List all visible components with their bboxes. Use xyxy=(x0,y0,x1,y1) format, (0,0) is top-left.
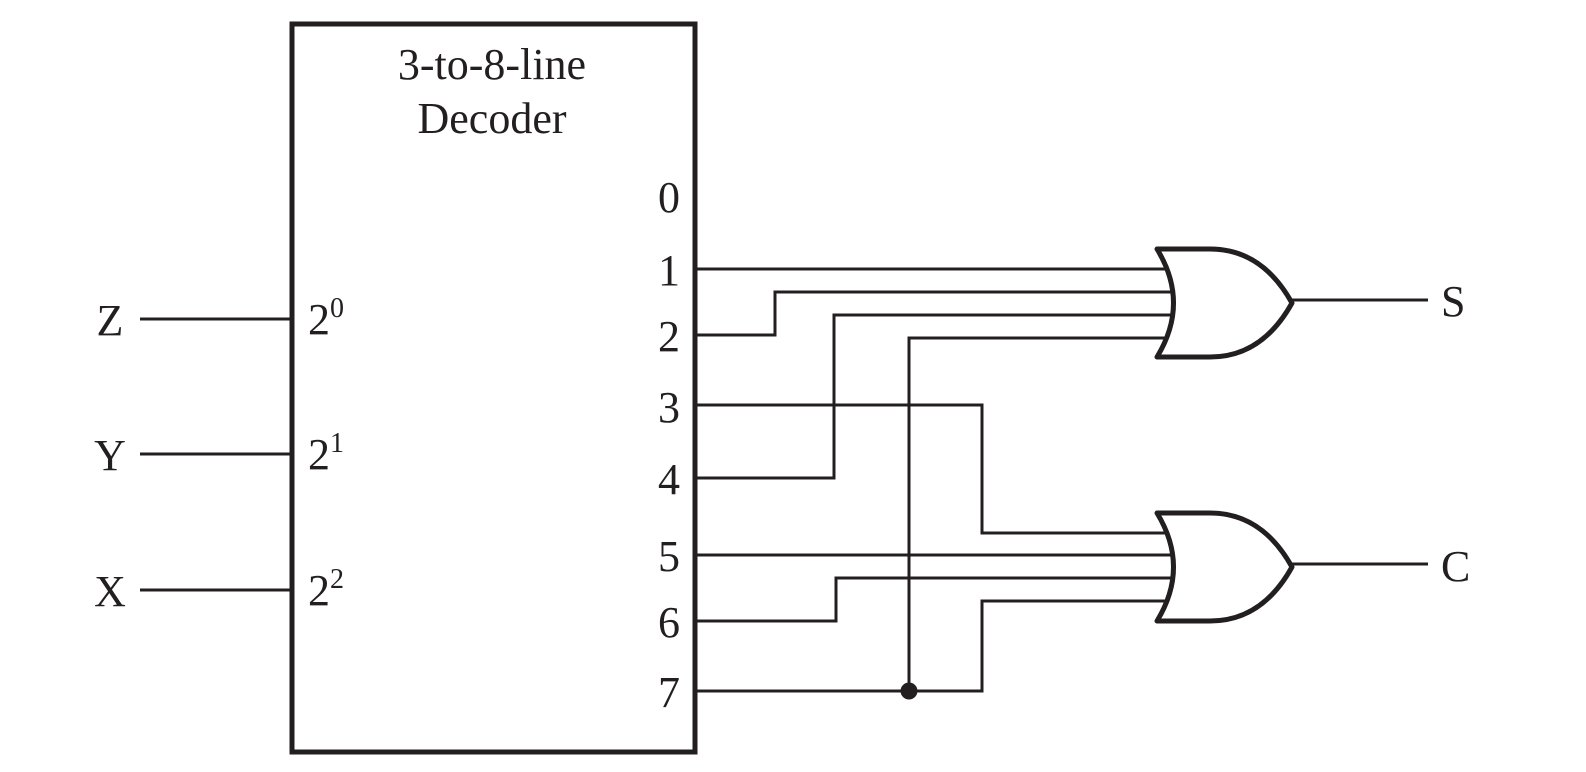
wire-output-7-to-c xyxy=(695,599,1170,693)
decoder-title-line1: 3-to-8-line xyxy=(398,40,586,89)
wire-output-6 xyxy=(695,576,1174,623)
wire-output-3 xyxy=(695,403,1170,535)
wire-output-4 xyxy=(695,313,1174,480)
input-signal-y: Y xyxy=(94,431,126,480)
or-gate-c xyxy=(1154,510,1295,624)
output-label-1: 1 xyxy=(658,246,680,295)
output-label-7: 7 xyxy=(658,668,680,717)
junction-dot xyxy=(900,682,918,700)
or-gate-s xyxy=(1154,246,1295,360)
input-weight-2-1: 21 xyxy=(308,428,344,479)
input-signal-z: Z xyxy=(97,296,124,345)
output-label-2: 2 xyxy=(658,312,680,361)
output-label-4: 4 xyxy=(658,455,680,504)
output-label-5: 5 xyxy=(658,532,680,581)
decoder-output-wires xyxy=(695,267,1174,693)
output-label-6: 6 xyxy=(658,598,680,647)
output-label-0: 0 xyxy=(658,173,680,222)
decoder-block xyxy=(289,21,698,755)
decoder-title-line2: Decoder xyxy=(417,94,566,143)
input-weight-2-2: 22 xyxy=(308,564,344,615)
output-signal-c: C xyxy=(1441,542,1470,591)
output-label-3: 3 xyxy=(658,383,680,432)
wire-output-2 xyxy=(695,290,1174,337)
input-signal-x: X xyxy=(94,567,126,616)
output-signal-s: S xyxy=(1441,277,1465,326)
input-weight-2-0: 20 xyxy=(308,293,344,344)
wire-output-7-to-s xyxy=(907,336,1170,691)
